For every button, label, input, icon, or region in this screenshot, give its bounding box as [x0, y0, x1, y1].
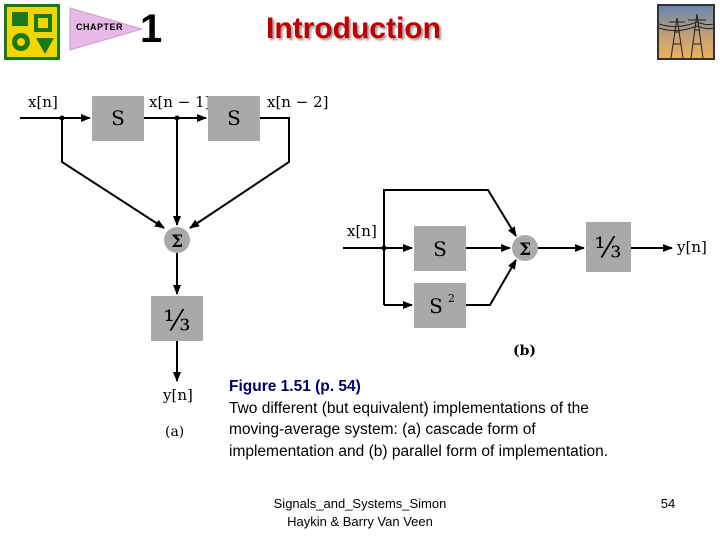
- parallel-form-diagram: x[n] S S 2 Σ ⅓ y[n] (b): [343, 189, 707, 359]
- a-tap2-label: x[n − 2]: [267, 93, 328, 111]
- a-tap1-label: x[n − 1]: [149, 93, 210, 111]
- b-delay2-label: S: [429, 294, 443, 318]
- b-delay2-exponent: 2: [448, 292, 455, 305]
- a-output-label: y[n]: [162, 386, 193, 404]
- footer-line-2: Haykin & Barry Van Veen: [287, 514, 433, 529]
- caption-line-1: Two different (but equivalent) implement…: [229, 399, 589, 417]
- a-delay2-label: S: [227, 106, 241, 130]
- chapter-number: 1: [140, 7, 163, 51]
- a-panel-label: (a): [165, 424, 184, 440]
- power-transmission-towers-icon: [657, 4, 715, 60]
- b-sum-label: Σ: [519, 240, 531, 260]
- a-sum-label: Σ: [171, 232, 183, 252]
- chapter-label: CHAPTER: [76, 22, 124, 32]
- a-sum-node: [164, 227, 190, 253]
- b-direct-branch-line: [383, 189, 517, 248]
- b-delay1-label: S: [433, 237, 447, 261]
- a-delay-box-2: [208, 96, 260, 141]
- chapter-tab: [69, 7, 144, 51]
- university-seal-icon: [4, 4, 60, 60]
- caption-line-3: implementation and (b) parallel form of …: [229, 442, 609, 460]
- footer: Signals_and_Systems_Simon Haykin & Barry…: [240, 495, 480, 531]
- b-sum-node: [512, 235, 538, 261]
- b-panel-label: (b): [513, 343, 536, 359]
- a-delay1-label: S: [111, 106, 125, 130]
- caption-title: Figure 1.51 (p. 54): [229, 378, 361, 395]
- a-gain-label: ⅓: [163, 304, 190, 337]
- b-input-label: x[n]: [347, 222, 377, 240]
- b-gain-box: [586, 222, 631, 272]
- footer-line-1: Signals_and_Systems_Simon: [273, 496, 447, 511]
- b-gain-label: ⅓: [594, 231, 621, 264]
- cascade-form-diagram: x[n] x[n − 1] x[n − 2] S S Σ ⅓ y[n] (a): [20, 93, 328, 440]
- b-delay2-to-sum-line: [466, 259, 517, 306]
- page-number: 54: [660, 496, 676, 511]
- b-delay-box-1: [414, 226, 466, 271]
- figure-caption: Figure 1.51 (p. 54) Two different (but e…: [229, 376, 709, 462]
- a-branch-line-3: [189, 117, 290, 229]
- b-output-label: y[n]: [676, 238, 707, 256]
- page-title: Introduction: [266, 12, 441, 45]
- a-delay-box-1: [92, 96, 144, 141]
- a-input-label: x[n]: [28, 93, 58, 111]
- b-delay-box-2: [414, 283, 466, 328]
- a-branch-line-1: [61, 118, 165, 229]
- caption-line-2: moving-average system: (a) cascade form …: [229, 421, 536, 438]
- a-gain-box: [151, 296, 203, 341]
